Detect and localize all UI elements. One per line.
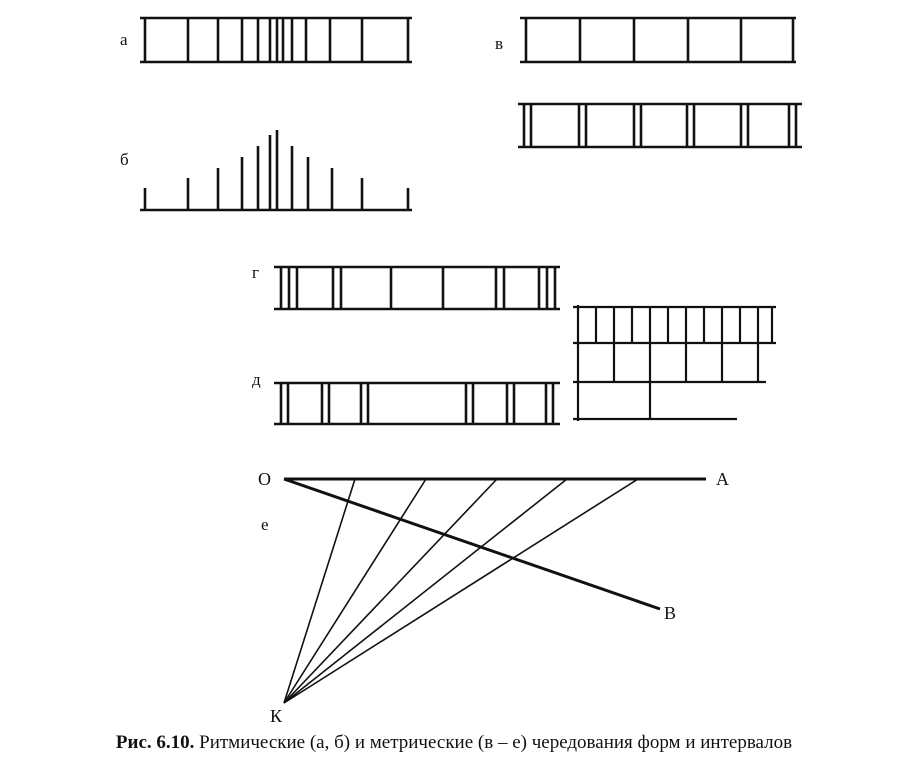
caption-text: Ритмические (а, б) и метрические (в – е)… [199, 732, 793, 753]
label-a: а [120, 30, 128, 49]
point-K: К [270, 706, 283, 726]
label-b: б [120, 150, 129, 169]
line-OB [283, 477, 661, 611]
ray-K-5 [283, 478, 639, 704]
point-B: В [664, 603, 676, 623]
comb-b [140, 130, 412, 212]
metric-grid [573, 305, 776, 421]
caption-prefix: Рис. 6.10. [115, 732, 195, 753]
construction-e [283, 477, 706, 704]
label-e: е [261, 515, 269, 534]
point-O: О [258, 469, 271, 489]
label-g: г [252, 263, 259, 282]
strip-d [274, 381, 560, 426]
ray-K-3 [283, 478, 498, 704]
strip-g [274, 265, 560, 311]
label-v: в [495, 34, 503, 53]
label-d: д [252, 370, 261, 389]
ray-K-1 [283, 478, 356, 704]
strip-v-2 [518, 102, 802, 149]
strip-a [140, 16, 412, 64]
ray-K-4 [283, 478, 568, 704]
strip-v-1 [520, 16, 796, 64]
ray-K-2 [283, 478, 427, 704]
point-A: А [716, 469, 729, 489]
figure-caption: Рис. 6.10. Ритмические (а, б) и метричес… [0, 732, 908, 754]
